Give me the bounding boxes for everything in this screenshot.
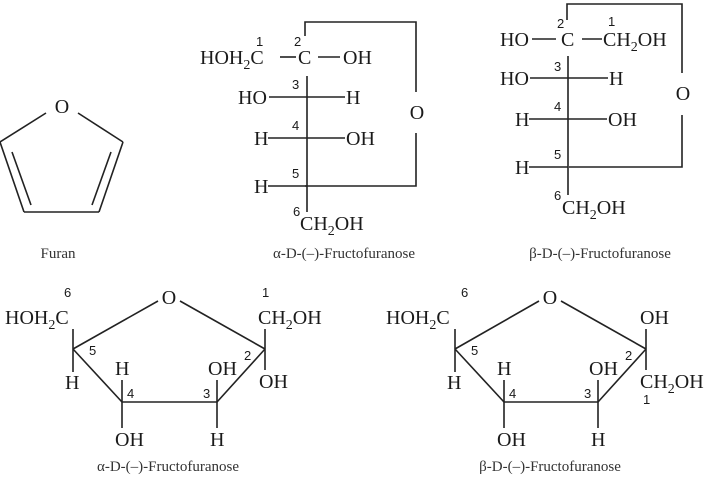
alpha-haworth-c3-h: H [210, 429, 224, 451]
beta-fischer-projection: O HO C CH2OH 2 1 HO H 3 H OH 4 H 5 6 CH2… [500, 3, 690, 262]
alpha-haworth-ring-oxygen: O [162, 287, 176, 309]
alpha-fischer-num-2: 2 [294, 34, 301, 49]
furan-structure: O Furan [0, 96, 124, 262]
alpha-fischer-c4-right: OH [346, 128, 375, 150]
alpha-haworth-c4-h: H [115, 358, 129, 380]
beta-haworth-c6-group: HOH2C [386, 307, 450, 333]
furan-double-bond-left [11, 151, 32, 206]
furan-bond-o-c2 [0, 112, 47, 143]
alpha-fischer-ring-oxygen: O [410, 102, 424, 124]
alpha-haworth-num-4: 4 [127, 386, 134, 401]
beta-fischer-c4-left: H [515, 109, 529, 131]
alpha-haworth-bond-c5-c4 [72, 348, 123, 403]
alpha-fischer-projection: O HOH2C C OH 1 2 HO H 3 H OH 4 H 5 6 CH2… [200, 21, 424, 262]
alpha-fischer-c1-group: HOH2C [200, 47, 264, 73]
alpha-haworth-c2-oh: OH [259, 371, 288, 393]
beta-haworth-c3-oh: OH [589, 358, 618, 380]
beta-haworth-num-1: 1 [643, 392, 650, 407]
furan-bond-c4-c5 [98, 141, 124, 213]
alpha-haworth-bond-c3-c2 [216, 348, 266, 403]
beta-haworth-c3-h: H [591, 429, 605, 451]
alpha-haworth-bond-o-c2 [179, 300, 266, 350]
beta-fischer-c2-atom: C [561, 29, 574, 51]
beta-haworth-c5-h: H [447, 372, 461, 394]
beta-fischer-c3-left: HO [500, 68, 529, 90]
beta-fischer-num-6: 6 [554, 188, 561, 203]
alpha-fischer-ring-bond-top [304, 21, 417, 92]
beta-fischer-c2-left: HO [500, 29, 529, 51]
alpha-haworth-c4-oh: OH [115, 429, 144, 451]
furan-oxygen: O [55, 96, 69, 118]
alpha-haworth-num-6: 6 [64, 285, 71, 300]
alpha-haworth-projection: O HOH2C 6 H 5 H 4 OH OH 3 H 1 CH2OH 2 OH… [5, 285, 322, 475]
alpha-fischer-num-3: 3 [292, 77, 299, 92]
beta-fischer-num-3: 3 [554, 59, 561, 74]
alpha-fischer-c4-left: H [254, 128, 268, 150]
beta-fischer-c1-group: CH2OH [603, 29, 667, 55]
beta-fischer-c4-right: OH [608, 109, 637, 131]
alpha-fischer-c2-atom: C [298, 47, 311, 69]
furan-bond-c2-c3 [0, 141, 25, 213]
alpha-fischer-num-6: 6 [293, 204, 300, 219]
beta-haworth-bond-c5-c4 [454, 348, 505, 403]
alpha-haworth-c6-group: HOH2C [5, 307, 69, 333]
beta-fischer-c3-right: H [609, 68, 623, 90]
furan-bond-o-c5 [77, 112, 124, 143]
beta-haworth-bond-c3-c2 [597, 348, 647, 403]
beta-haworth-c1-group: CH2OH [640, 371, 704, 397]
alpha-haworth-num-3: 3 [203, 386, 210, 401]
beta-fischer-ring-bond-bottom [569, 115, 683, 168]
furan-double-bond-right [91, 151, 112, 206]
alpha-haworth-caption: α-D-(–)-Fructofuranose [97, 459, 239, 475]
beta-fischer-ring-oxygen: O [676, 83, 690, 105]
beta-fischer-num-1: 1 [608, 14, 615, 29]
beta-fischer-num-4: 4 [554, 99, 561, 114]
alpha-haworth-num-5: 5 [89, 343, 96, 358]
alpha-fischer-num-1: 1 [256, 34, 263, 49]
beta-haworth-projection: O HOH2C 6 H 5 H 4 OH OH 3 H OH 2 CH2OH 1… [386, 285, 704, 475]
beta-fischer-ring-bond-top [566, 3, 683, 73]
furan-caption: Furan [41, 246, 76, 262]
beta-haworth-ring-oxygen: O [543, 287, 557, 309]
alpha-fischer-c5-left: H [254, 176, 268, 198]
alpha-haworth-num-1: 1 [262, 285, 269, 300]
alpha-fischer-num-4: 4 [292, 118, 299, 133]
alpha-fischer-c6-group: CH2OH [300, 213, 364, 239]
alpha-haworth-c5-h: H [65, 372, 79, 394]
alpha-haworth-num-2: 2 [244, 348, 251, 363]
beta-haworth-caption: β-D-(–)-Fructofuranose [479, 459, 621, 475]
beta-fischer-num-2: 2 [557, 16, 564, 31]
beta-haworth-num-4: 4 [509, 386, 516, 401]
beta-haworth-bond-o-c5 [454, 300, 540, 350]
beta-haworth-c4-h: H [497, 358, 511, 380]
alpha-haworth-c1-group: CH2OH [258, 307, 322, 333]
alpha-haworth-c3-oh: OH [208, 358, 237, 380]
beta-fischer-caption: β-D-(–)-Fructofuranose [529, 246, 671, 262]
alpha-fischer-num-5: 5 [292, 166, 299, 181]
beta-haworth-num-6: 6 [461, 285, 468, 300]
alpha-fischer-caption: α-D-(–)-Fructofuranose [273, 246, 415, 262]
alpha-haworth-bond-o-c5 [72, 300, 159, 350]
beta-fischer-c5-left: H [515, 157, 529, 179]
beta-fischer-c6-group: CH2OH [562, 197, 626, 223]
beta-haworth-c4-oh: OH [497, 429, 526, 451]
beta-haworth-num-2: 2 [625, 348, 632, 363]
beta-haworth-num-5: 5 [471, 343, 478, 358]
beta-haworth-num-3: 3 [584, 386, 591, 401]
alpha-fischer-c3-right: H [346, 87, 360, 109]
alpha-fischer-ring-bond-bottom [305, 133, 417, 187]
alpha-fischer-c2-oh: OH [343, 47, 372, 69]
beta-fischer-num-5: 5 [554, 147, 561, 162]
beta-haworth-c2-oh: OH [640, 307, 669, 329]
alpha-fischer-c3-left: HO [238, 87, 267, 109]
beta-haworth-bond-o-c2 [560, 300, 647, 350]
